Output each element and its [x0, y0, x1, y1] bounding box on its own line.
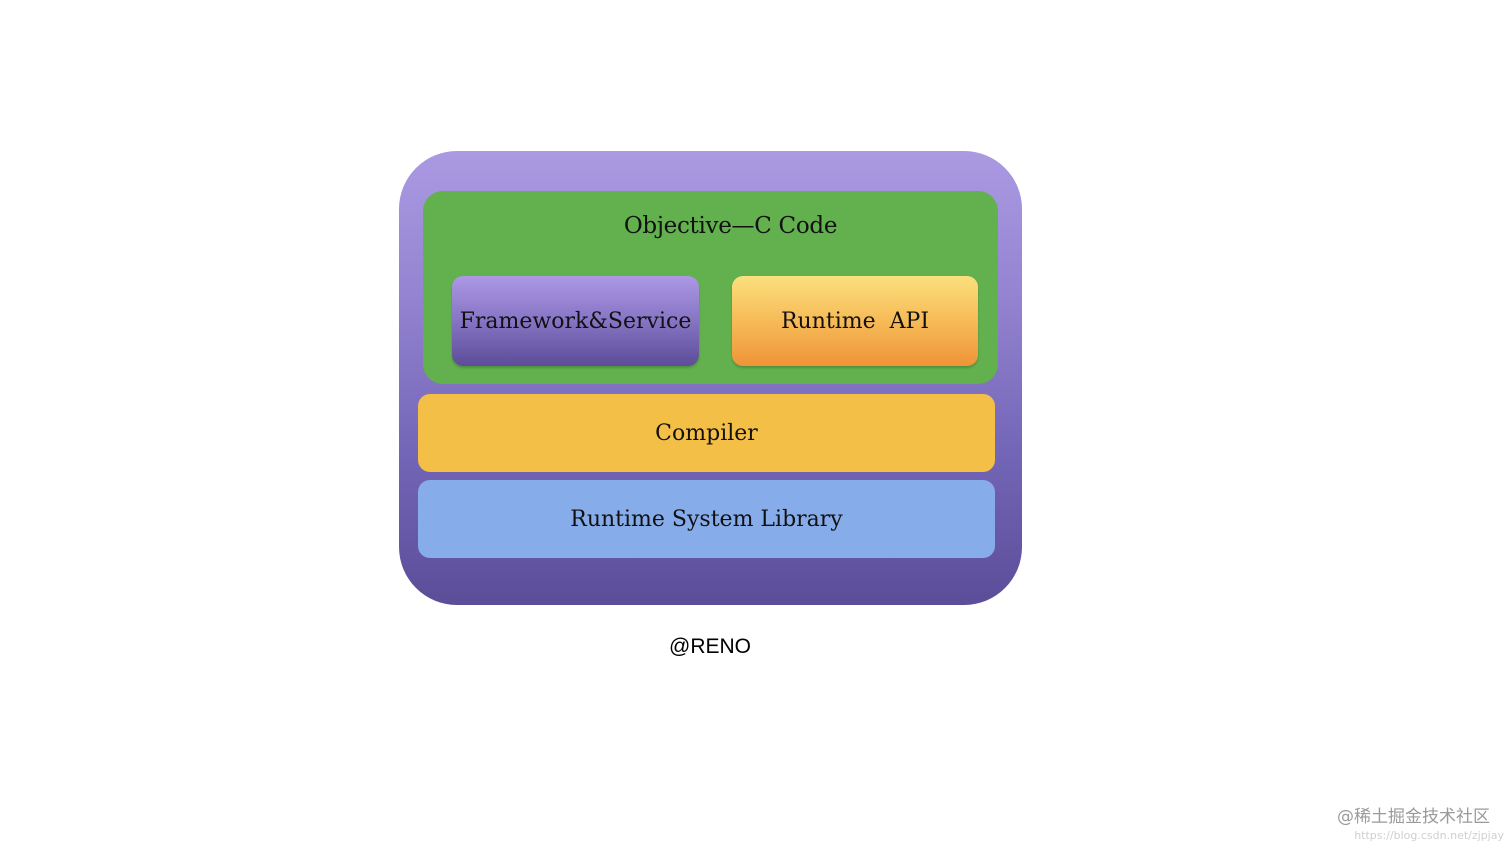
author-credit: @RENO — [669, 635, 751, 658]
runtime-api-label: Runtime API — [780, 308, 930, 334]
compiler-label: Compiler — [655, 420, 758, 446]
runtime-system-library-label: Runtime System Library — [570, 506, 843, 532]
compiler-layer: Compiler — [418, 394, 995, 472]
runtime-system-library-layer: Runtime System Library — [418, 480, 995, 558]
framework-service-label: Framework&Service — [459, 308, 692, 334]
watermark-url: https://blog.csdn.net/zjpjay — [1354, 829, 1504, 842]
watermark-text: @稀土掘金技术社区 — [1337, 807, 1490, 827]
framework-service-box: Framework&Service — [452, 276, 699, 366]
runtime-api-box: Runtime API — [732, 276, 978, 366]
objective-c-code-title: Objective—C Code — [623, 213, 838, 239]
